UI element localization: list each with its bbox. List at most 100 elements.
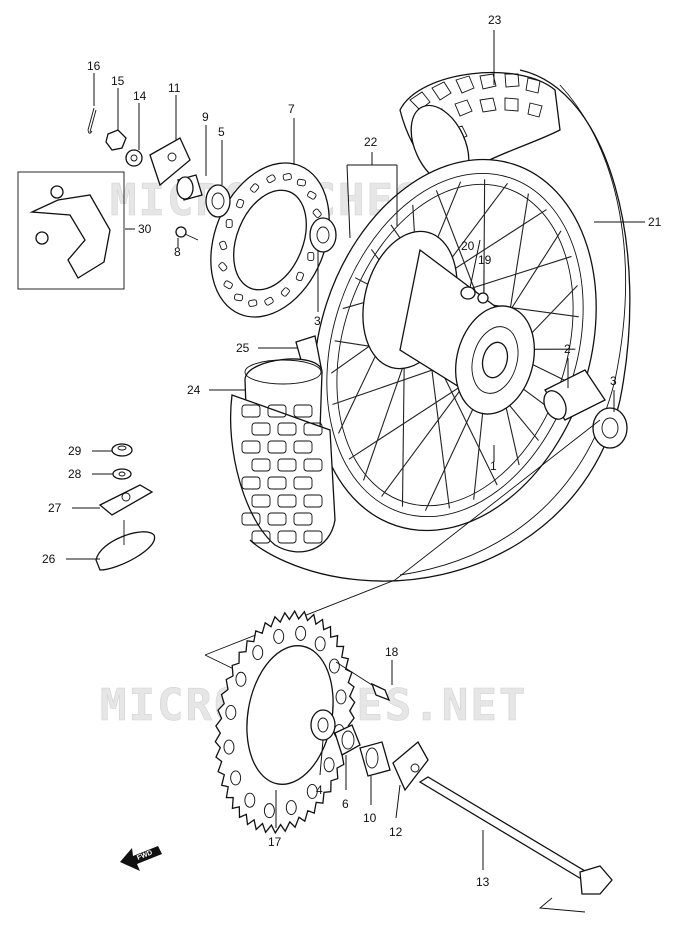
label-15: 15 [111, 74, 125, 88]
tread-block [303, 530, 323, 544]
oil-seal-5 [205, 184, 231, 218]
label-2: 2 [564, 342, 571, 356]
label-3-right: 3 [610, 374, 617, 388]
sprocket-hole [252, 645, 264, 661]
rim-lock-26 [95, 520, 155, 571]
tread-block [251, 422, 271, 436]
tread-block [293, 512, 313, 526]
label-19: 19 [478, 253, 492, 267]
disc-hole [225, 219, 233, 228]
disc-hole [236, 198, 245, 209]
disc-hole [223, 280, 233, 290]
spacer-10 [359, 741, 391, 777]
rim-lock-27 [98, 484, 154, 516]
label-5: 5 [218, 125, 225, 139]
nut-15 [105, 129, 127, 151]
sprocket-hole [223, 739, 235, 755]
tread-block [293, 476, 313, 490]
chain-adjuster-11 [149, 137, 191, 187]
tread-block [251, 494, 271, 508]
sprocket-hole [295, 625, 307, 641]
sprocket-hole [314, 636, 326, 652]
oil-seal-6 [334, 724, 361, 756]
label-11: 11 [168, 81, 181, 95]
tread-block [303, 458, 323, 472]
tire-left-tread [229, 394, 336, 553]
disc-hole [307, 190, 317, 200]
disc-hole [218, 262, 228, 272]
disc-hole [264, 296, 274, 306]
label-3-left: 3 [314, 314, 321, 328]
label-27: 27 [48, 501, 62, 515]
bearing-4 [310, 709, 336, 741]
label-20: 20 [461, 239, 475, 253]
label-26: 26 [42, 552, 56, 566]
sprocket-hole [328, 658, 340, 674]
bearing-3-left [309, 217, 337, 253]
bolt-8 [175, 226, 199, 241]
disc-hole [233, 293, 244, 302]
tread-block [267, 440, 287, 454]
disc-hole [266, 174, 276, 184]
label-24: 24 [187, 383, 201, 397]
sprocket-hole [244, 792, 256, 808]
disc-hole [219, 240, 228, 251]
tread-block [277, 494, 297, 508]
tread-block [293, 404, 313, 418]
nut-29 [111, 443, 133, 457]
label-7: 7 [288, 102, 295, 116]
label-21: 21 [648, 215, 662, 229]
chain-adjuster-12 [392, 740, 429, 792]
bolt-18 [335, 661, 391, 702]
label-1: 1 [490, 459, 497, 473]
disc-hole [296, 178, 307, 187]
disc-hole [248, 299, 258, 307]
label-13: 13 [476, 875, 490, 889]
sprocket-hole [335, 689, 347, 705]
tread-block [277, 422, 297, 436]
washer-14 [125, 149, 143, 167]
nut-20 [460, 286, 476, 300]
tread-block [241, 512, 261, 526]
chain-guide-assembly-30 [17, 171, 125, 290]
washer-19 [477, 292, 489, 304]
sprocket-17 [214, 609, 356, 835]
cotter-pin-16 [87, 107, 97, 134]
label-12: 12 [389, 825, 403, 839]
sprocket-hole [323, 757, 335, 773]
sprocket-hole [263, 803, 275, 819]
disc-hole [250, 183, 260, 193]
label-30: 30 [138, 222, 152, 236]
label-23: 23 [488, 13, 502, 27]
label-14: 14 [133, 89, 147, 103]
sprocket-hole [285, 800, 297, 815]
label-22: 22 [364, 135, 378, 149]
disc-hole [307, 252, 315, 261]
washer-28 [112, 468, 132, 480]
label-4: 4 [316, 783, 323, 797]
spacer-9 [176, 174, 203, 201]
sprocket-hole [235, 671, 247, 687]
sprocket-hole [225, 704, 237, 720]
label-29: 29 [68, 444, 82, 458]
tread-block [267, 512, 287, 526]
tread-block [267, 476, 287, 490]
label-16: 16 [87, 59, 101, 73]
tread-block [241, 476, 261, 490]
disc-hole [312, 208, 322, 218]
label-8: 8 [174, 245, 181, 259]
tread-block [303, 494, 323, 508]
label-17: 17 [268, 835, 282, 849]
brake-disc-7 [210, 162, 330, 318]
label-28: 28 [68, 467, 82, 481]
fwd-arrow-icon: FWD [120, 846, 162, 871]
tread-block [277, 458, 297, 472]
bearing-3-right [592, 407, 628, 449]
label-25: 25 [236, 341, 250, 355]
part-number-labels: 23 21 22 7 3 20 19 2 3 1 16 15 14 11 9 5… [42, 13, 662, 889]
axle-13 [418, 776, 613, 913]
tread-block [293, 440, 313, 454]
label-6: 6 [342, 797, 349, 811]
tread-block [251, 458, 271, 472]
